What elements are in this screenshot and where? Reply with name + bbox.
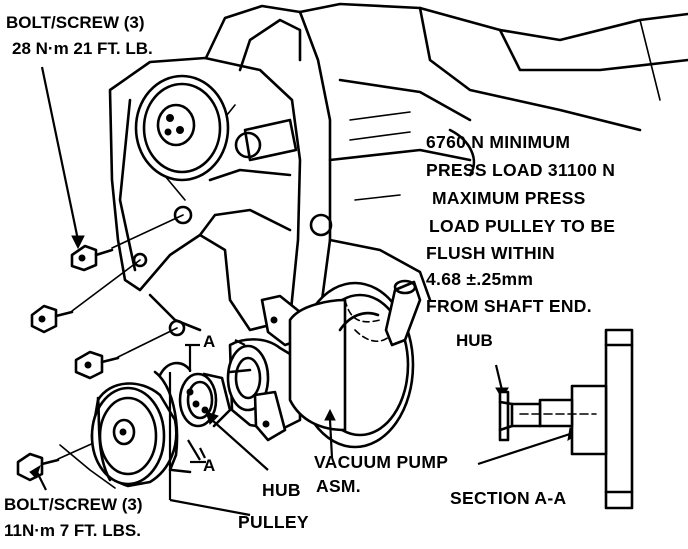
vacuum-pump-label-line1: VACUUM PUMP [314, 452, 448, 472]
bolt-top-label-line2: 28 N·m 21 FT. LB. [12, 39, 153, 58]
drive-pulley [59, 370, 179, 489]
spec-line-2: PRESS LOAD 31100 N [426, 160, 615, 180]
bolt-middle [30, 259, 141, 334]
vacuum-pump-label-line2: ASM. [316, 476, 361, 496]
section-a-a-drawing [498, 328, 634, 510]
spec-line-5: FLUSH WITHIN [426, 243, 555, 263]
section-marker-upper: A [203, 332, 215, 351]
bolt-lower [74, 327, 178, 380]
bolt-top-label-line1: BOLT/SCREW (3) [6, 13, 145, 32]
hub-label: HUB [262, 480, 301, 500]
bolt-bottom-label-line1: BOLT/SCREW (3) [4, 495, 143, 514]
section-marker-lower: A [203, 456, 215, 475]
section-cut-marks [185, 343, 206, 464]
pulley-belt [158, 361, 192, 474]
bolt-upper [70, 214, 184, 272]
spec-line-6: 4.68 ±.25mm [426, 269, 533, 289]
hub [178, 372, 232, 428]
upper-pulley [134, 74, 230, 182]
alternator-bracket [108, 18, 302, 337]
leader-lines [29, 66, 579, 517]
pulley-label: PULLEY [238, 512, 309, 532]
spec-line-7: FROM SHAFT END. [426, 296, 592, 316]
spec-line-1: 6760 N MINIMUM [426, 132, 570, 152]
bolt-bottom-label-line2: 11N·m 7 FT. LBS. [4, 521, 141, 540]
engine-block [203, 2, 688, 302]
vacuum-pump [226, 279, 422, 449]
spec-line-4: LOAD PULLEY TO BE [429, 216, 615, 236]
spec-line-3: MAXIMUM PRESS [432, 188, 586, 208]
section-hub-label: HUB [456, 331, 493, 350]
section-title: SECTION A-A [450, 488, 566, 508]
